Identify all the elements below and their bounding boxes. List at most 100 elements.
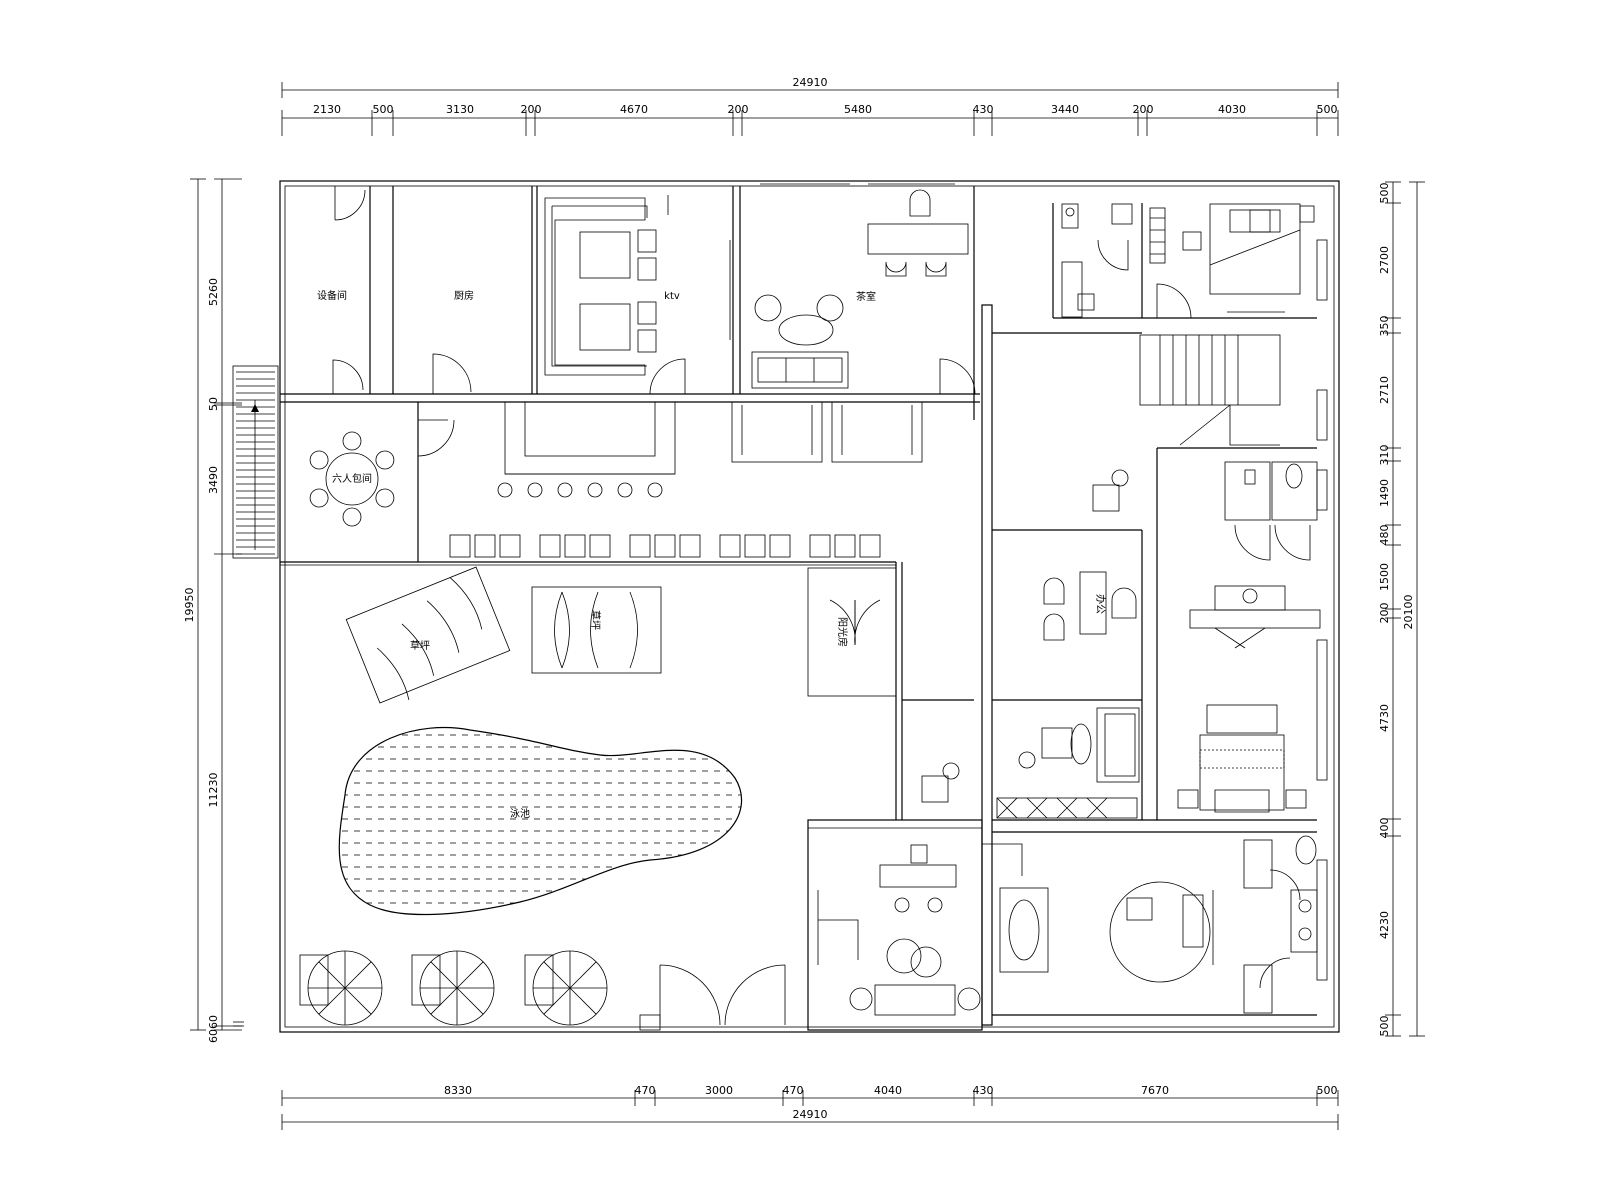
garden-area — [299, 566, 786, 1031]
dim-top-11: 4030 — [1218, 103, 1246, 116]
dim-bottom-5: 4040 — [874, 1084, 902, 1097]
lounge-furniture — [996, 707, 1140, 819]
chair — [744, 534, 766, 558]
dim-top-9: 3440 — [1051, 103, 1079, 116]
bar-stool — [527, 482, 543, 498]
right-wing — [981, 203, 1328, 1026]
chair — [809, 534, 831, 558]
sunroom — [807, 819, 983, 1031]
internal-stair — [1139, 334, 1281, 446]
office-furniture — [1043, 469, 1137, 641]
dining-chair — [309, 488, 329, 508]
label-tea-room: 茶室 — [856, 290, 876, 303]
chair — [834, 534, 856, 558]
umbrella — [411, 950, 495, 1026]
dim-left-total: 19950 — [183, 588, 196, 623]
chair — [629, 534, 651, 558]
dim-top-1: 2130 — [313, 103, 341, 116]
dim-bottom-2: 470 — [635, 1084, 656, 1097]
dim-right-4: 2710 — [1378, 376, 1391, 404]
dim-bottom-6: 430 — [973, 1084, 994, 1097]
bar-stool — [497, 482, 513, 498]
chair — [589, 534, 611, 558]
dim-right-6: 1490 — [1378, 479, 1391, 507]
outer-walls — [279, 180, 1340, 1033]
dim-right-12: 4230 — [1378, 911, 1391, 939]
label-ktv: ktv — [664, 291, 680, 302]
master-suite — [982, 835, 1318, 1014]
dining-chair — [342, 431, 362, 451]
label-lawn-2: 草坪 — [589, 610, 602, 630]
dim-top-12: 500 — [1317, 103, 1338, 116]
dim-bottom-7: 7670 — [1141, 1084, 1169, 1097]
middle-corridor — [807, 562, 974, 820]
dim-top-8: 430 — [973, 103, 994, 116]
dimension-top: 24910 2130 500 3130 200 4670 200 5480 43… — [281, 76, 1339, 136]
chair — [449, 534, 471, 558]
dimension-right: 500 2700 350 2710 310 1490 480 1500 200 … — [1378, 181, 1425, 1037]
dim-right-3: 350 — [1378, 316, 1391, 337]
dim-bottom-3: 3000 — [705, 1084, 733, 1097]
bar-stool — [587, 482, 603, 498]
dim-top-4: 200 — [521, 103, 542, 116]
bedroom-top — [1149, 203, 1315, 319]
pool — [338, 726, 743, 916]
dining-chair — [375, 488, 395, 508]
bedroom-mid — [1177, 704, 1307, 813]
ktv-furniture — [544, 195, 731, 376]
dim-bottom-4: 470 — [783, 1084, 804, 1097]
bar-stool — [617, 482, 633, 498]
bar-stool — [557, 482, 573, 498]
dim-right-11: 400 — [1378, 818, 1391, 839]
label-pool: 泳池 — [510, 807, 530, 820]
dim-left-3: 3490 — [207, 466, 220, 494]
chair — [564, 534, 586, 558]
chair — [719, 534, 741, 558]
sofas-upper — [731, 401, 923, 463]
dim-right-13: 500 — [1378, 1016, 1391, 1037]
label-lawn-1: 草坪 — [410, 639, 430, 652]
dining-bar-row — [280, 401, 923, 566]
dining-chair — [342, 507, 362, 527]
dim-right-9: 200 — [1378, 603, 1391, 624]
umbrella — [299, 950, 383, 1026]
label-sunroom: 阳光房 — [836, 617, 849, 647]
chair — [654, 534, 676, 558]
chair — [499, 534, 521, 558]
dim-left-4: 11230 — [207, 773, 220, 808]
dim-top-total: 24910 — [793, 76, 828, 89]
dining-table-six — [309, 431, 395, 527]
dim-right-2: 2700 — [1378, 246, 1391, 274]
dim-top-7: 5480 — [844, 103, 872, 116]
dim-left-6: 60 — [207, 1029, 220, 1043]
dim-right-8: 1500 — [1378, 563, 1391, 591]
room-labels: 设备间 厨房 ktv 茶室 六人包间 办公 草坪 草坪 阳光房 泳池 — [317, 289, 1107, 820]
tea-room-furniture — [751, 189, 969, 389]
bar-stool — [647, 482, 663, 498]
dimension-bottom: 8330 470 3000 470 4040 430 7670 500 2491… — [281, 1084, 1339, 1130]
label-office: 办公 — [1094, 594, 1107, 614]
label-dining-room: 六人包间 — [332, 472, 372, 485]
dim-bottom-8: 500 — [1317, 1084, 1338, 1097]
dim-left-1: 5260 — [207, 278, 220, 306]
dim-left-5: 60 — [207, 1015, 220, 1029]
dining-chair — [309, 450, 329, 470]
chair — [539, 534, 561, 558]
dim-right-10: 4730 — [1378, 704, 1391, 732]
dim-top-10: 200 — [1133, 103, 1154, 116]
dining-chair — [375, 450, 395, 470]
lawn-patch-1 — [345, 566, 511, 704]
label-equipment-room: 设备间 — [317, 289, 347, 302]
bathroom-mid — [1189, 461, 1321, 649]
chair — [859, 534, 881, 558]
chair — [769, 534, 791, 558]
umbrella — [524, 950, 608, 1026]
dim-top-5: 4670 — [620, 103, 648, 116]
dimension-left: 19950 5260 50 3490 11230 60 60 — [183, 178, 242, 1043]
chair — [679, 534, 701, 558]
dim-right-1: 500 — [1378, 183, 1391, 204]
dim-left-2: 50 — [207, 397, 220, 411]
umbrellas — [299, 950, 608, 1026]
dim-right-5: 310 — [1378, 445, 1391, 466]
